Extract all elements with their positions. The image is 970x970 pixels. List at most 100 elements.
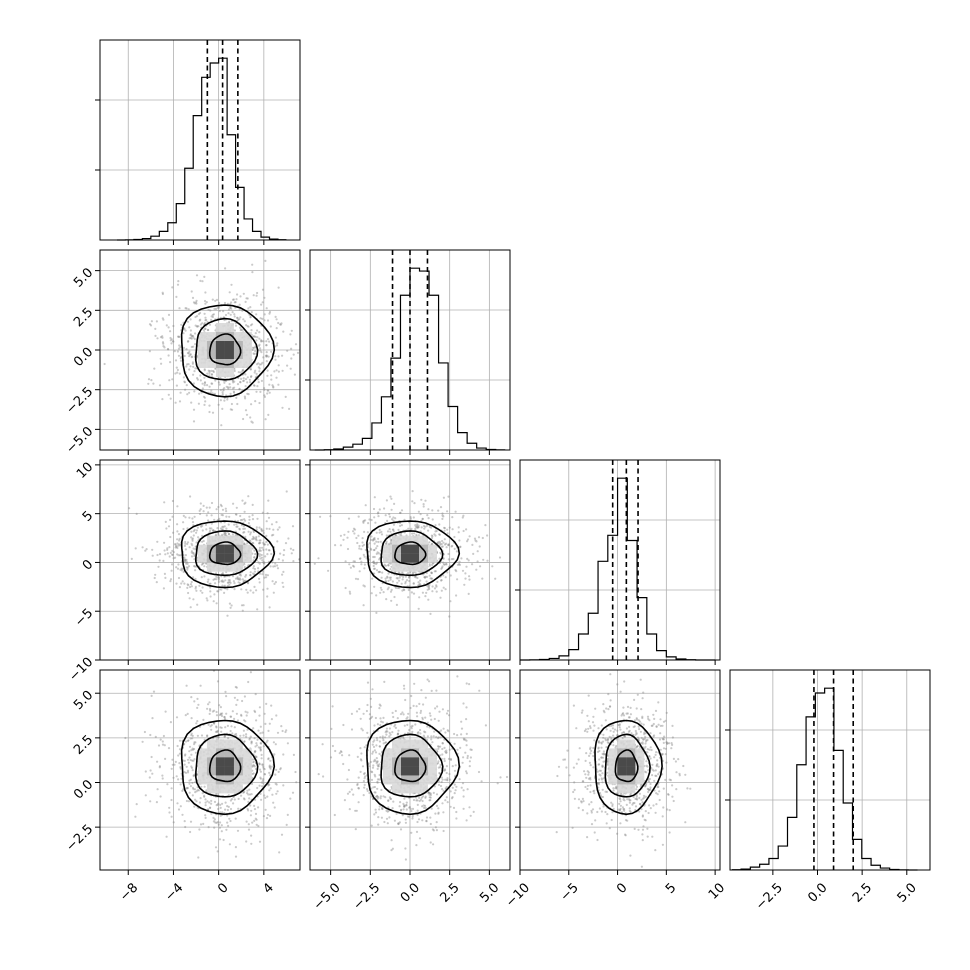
scatter-point	[255, 539, 258, 542]
scatter-point	[201, 792, 204, 795]
scatter-point	[413, 682, 416, 685]
scatter-point	[156, 337, 159, 340]
scatter-point	[253, 549, 256, 552]
scatter-point	[472, 810, 475, 814]
scatter-point	[390, 540, 393, 543]
scatter-point	[262, 340, 265, 343]
scatter-point	[215, 534, 218, 537]
scatter-point	[444, 750, 447, 753]
scatter-point	[266, 392, 269, 395]
scatter-point	[190, 550, 193, 553]
scatter-point	[226, 821, 229, 824]
scatter-point	[250, 311, 253, 314]
scatter-point	[224, 532, 227, 535]
scatter-point	[399, 713, 403, 716]
scatter-point	[215, 730, 219, 733]
scatter-point	[213, 593, 216, 596]
scatter-point	[257, 381, 260, 384]
scatter-point	[353, 532, 356, 535]
scatter-point	[428, 680, 431, 683]
scatter-point	[428, 525, 431, 529]
scatter-point	[206, 735, 209, 738]
scatter-point	[263, 319, 266, 322]
scatter-point	[216, 729, 220, 733]
scatter-point	[197, 402, 200, 405]
density-cell	[224, 323, 234, 332]
scatter-point	[394, 726, 397, 730]
scatter-point	[194, 798, 197, 801]
scatter-point	[468, 765, 471, 768]
scatter-point	[355, 809, 358, 812]
scatter-point	[259, 770, 262, 773]
scatter-point	[394, 517, 397, 520]
scatter-point	[301, 702, 303, 704]
scatter-point	[392, 519, 395, 522]
scatter-point	[231, 379, 234, 382]
scatter-point	[446, 778, 449, 781]
scatter-point	[247, 393, 250, 396]
scatter-point	[262, 561, 265, 564]
scatter-point	[273, 370, 276, 373]
scatter-point	[214, 793, 218, 796]
scatter-point	[189, 495, 192, 498]
scatter-point	[221, 528, 224, 531]
scatter-point	[178, 335, 181, 338]
density-cell	[392, 748, 401, 758]
panel-1-2	[305, 459, 511, 665]
scatter-point	[185, 684, 188, 687]
scatter-point	[177, 335, 180, 338]
scatter-point	[191, 781, 194, 785]
scatter-point	[423, 527, 426, 530]
scatter-point	[199, 379, 202, 382]
scatter-point	[190, 551, 193, 554]
scatter-point	[443, 563, 446, 566]
scatter-point	[442, 557, 445, 560]
scatter-point	[389, 538, 392, 541]
scatter-point	[263, 773, 266, 776]
scatter-point	[429, 816, 432, 819]
scatter-point	[384, 577, 387, 580]
scatter-point	[435, 821, 438, 824]
scatter-point	[176, 542, 179, 545]
scatter-point	[189, 333, 192, 336]
scatter-point	[465, 819, 468, 822]
scatter-point	[268, 606, 271, 609]
scatter-point	[281, 354, 284, 357]
scatter-point	[450, 545, 453, 548]
scatter-point	[376, 787, 379, 790]
scatter-point	[415, 705, 418, 708]
scatter-point	[222, 838, 225, 842]
scatter-point	[329, 515, 332, 518]
scatter-point	[424, 716, 427, 719]
scatter-point	[404, 575, 407, 578]
scatter-point	[486, 559, 489, 562]
scatter-point	[182, 527, 185, 531]
scatter-point	[226, 588, 229, 591]
scatter-point	[281, 573, 284, 576]
scatter-point	[435, 793, 439, 796]
scatter-point	[366, 789, 369, 793]
scatter-point	[178, 224, 180, 226]
scatter-point	[242, 729, 245, 732]
scatter-point	[437, 541, 440, 544]
scatter-point	[183, 544, 187, 548]
scatter-point	[461, 516, 464, 519]
scatter-point	[379, 795, 382, 798]
scatter-point	[244, 535, 247, 538]
scatter-point	[155, 320, 158, 323]
scatter-point	[223, 735, 226, 738]
scatter-point	[250, 403, 253, 406]
scatter-point	[190, 290, 193, 293]
scatter-point	[187, 308, 190, 311]
scatter-point	[262, 543, 265, 546]
scatter-point	[367, 736, 370, 739]
density-cell	[242, 553, 252, 563]
scatter-point	[176, 744, 179, 748]
scatter-point	[280, 322, 283, 325]
scatter-point	[419, 709, 423, 713]
scatter-point	[228, 602, 231, 605]
scatter-point	[384, 564, 388, 567]
scatter-point	[203, 575, 206, 578]
scatter-point	[291, 525, 295, 528]
scatter-point	[221, 533, 224, 537]
